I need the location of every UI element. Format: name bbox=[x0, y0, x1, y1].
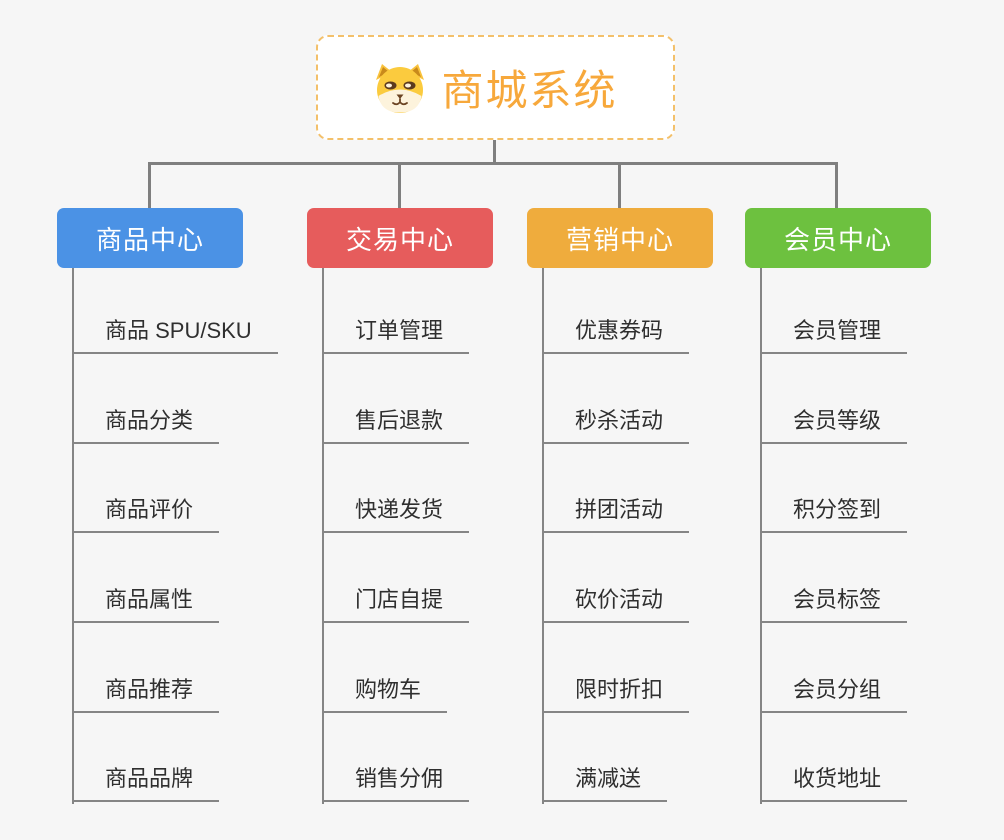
leaf-node-member-group[interactable]: 会员分组 bbox=[760, 667, 908, 713]
branch-label: 交易中心 bbox=[345, 224, 454, 255]
leaf-node-store-pickup[interactable]: 门店自提 bbox=[322, 577, 470, 623]
root-node[interactable]: 商城系统 bbox=[316, 35, 675, 140]
branch-children-product-center: 商品 SPU/SKU 商品分类 商品评价 商品属性 商品推荐 商品品牌 bbox=[72, 268, 322, 808]
connector-rail bbox=[322, 268, 324, 804]
leaf-node-member-management[interactable]: 会员管理 bbox=[760, 308, 908, 354]
connector-rail bbox=[760, 268, 762, 804]
leaf-node-bargain[interactable]: 砍价活动 bbox=[542, 577, 690, 623]
connector-rail bbox=[542, 268, 544, 804]
leaf-node-full-reduction[interactable]: 满减送 bbox=[542, 756, 668, 802]
leaf-node-member-level[interactable]: 会员等级 bbox=[760, 398, 908, 444]
connector-drop-2 bbox=[398, 162, 401, 208]
leaf-node-shipping-address[interactable]: 收货地址 bbox=[760, 756, 908, 802]
connector-root-stem bbox=[493, 140, 496, 164]
leaf-node-product-recommend[interactable]: 商品推荐 bbox=[72, 667, 220, 713]
leaf-node-points-checkin[interactable]: 积分签到 bbox=[760, 487, 908, 533]
connector-drop-3 bbox=[618, 162, 621, 208]
leaf-node-coupon-code[interactable]: 优惠券码 bbox=[542, 308, 690, 354]
connector-drop-4 bbox=[835, 162, 838, 208]
leaf-node-member-tag[interactable]: 会员标签 bbox=[760, 577, 908, 623]
dog-face-icon bbox=[376, 63, 425, 113]
leaf-node-express-shipping[interactable]: 快递发货 bbox=[322, 487, 470, 533]
leaf-node-product-category[interactable]: 商品分类 bbox=[72, 398, 220, 444]
leaf-node-product-spu-sku[interactable]: 商品 SPU/SKU bbox=[72, 308, 278, 354]
connector-bus bbox=[148, 162, 838, 165]
branch-label: 会员中心 bbox=[783, 224, 892, 255]
branch-children-marketing-center: 优惠券码 秒杀活动 拼团活动 砍价活动 限时折扣 满减送 bbox=[542, 268, 792, 808]
branch-label: 营销中心 bbox=[565, 224, 674, 255]
leaf-node-group-buy[interactable]: 拼团活动 bbox=[542, 487, 690, 533]
branch-node-marketing-center[interactable]: 营销中心 bbox=[527, 208, 713, 268]
leaf-node-order-management[interactable]: 订单管理 bbox=[322, 308, 470, 354]
leaf-node-product-review[interactable]: 商品评价 bbox=[72, 487, 220, 533]
branch-children-member-center: 会员管理 会员等级 积分签到 会员标签 会员分组 收货地址 bbox=[760, 268, 1004, 808]
root-title: 商城系统 bbox=[441, 67, 618, 114]
leaf-node-shopping-cart[interactable]: 购物车 bbox=[322, 667, 448, 713]
leaf-node-aftersale-refund[interactable]: 售后退款 bbox=[322, 398, 470, 444]
leaf-node-product-attribute[interactable]: 商品属性 bbox=[72, 577, 220, 623]
leaf-node-sales-commission[interactable]: 销售分佣 bbox=[322, 756, 470, 802]
branch-label: 商品中心 bbox=[95, 224, 204, 255]
connector-rail bbox=[72, 268, 74, 804]
branch-node-product-center[interactable]: 商品中心 bbox=[57, 208, 243, 268]
branch-children-trade-center: 订单管理 售后退款 快递发货 门店自提 购物车 销售分佣 bbox=[322, 268, 572, 808]
branch-node-member-center[interactable]: 会员中心 bbox=[745, 208, 931, 268]
leaf-node-flash-sale[interactable]: 秒杀活动 bbox=[542, 398, 690, 444]
connector-drop-1 bbox=[148, 162, 151, 208]
branch-node-trade-center[interactable]: 交易中心 bbox=[307, 208, 493, 268]
leaf-node-limited-discount[interactable]: 限时折扣 bbox=[542, 667, 690, 713]
leaf-node-product-brand[interactable]: 商品品牌 bbox=[72, 756, 220, 802]
